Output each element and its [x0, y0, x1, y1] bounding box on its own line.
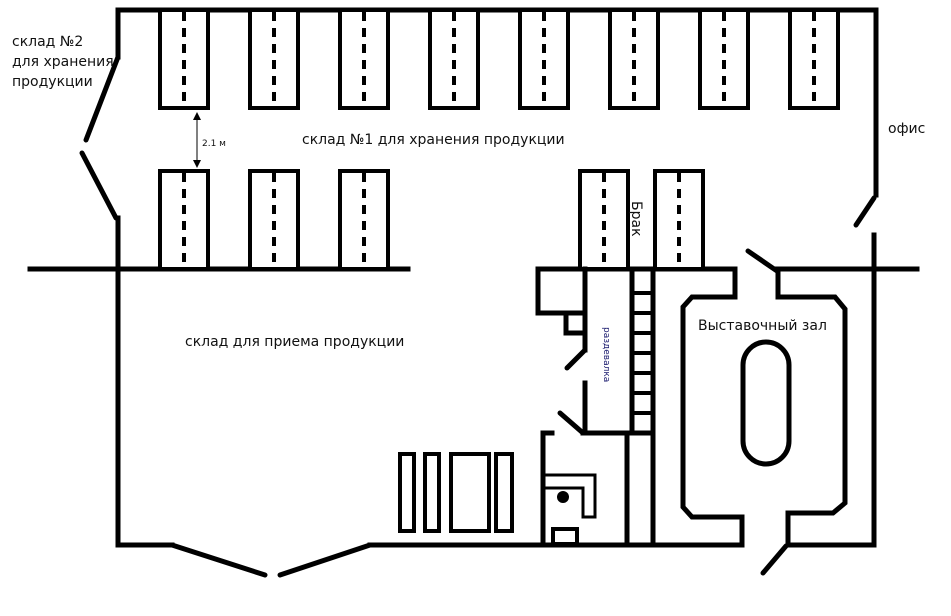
receiving-label: склад для приема продукции: [185, 334, 404, 350]
storage-racks: [158, 8, 840, 271]
rack: [653, 169, 705, 271]
warehouse2-label-line2: для хранения: [12, 54, 114, 70]
rack: [788, 8, 840, 110]
warehouse2-label-line3: продукции: [12, 74, 93, 90]
rack: [248, 169, 300, 271]
rack: [338, 169, 390, 271]
office-label: офис: [888, 121, 925, 137]
rack: [158, 8, 210, 110]
labels: склад №2 для хранения продукции склад №1…: [12, 34, 925, 382]
aisle-dimension: [193, 112, 201, 168]
small-room: [540, 430, 597, 548]
rack: [428, 8, 480, 110]
display-stand: [740, 339, 792, 467]
aisle-dimension-label: 2.1 м: [202, 139, 226, 149]
rack: [698, 8, 750, 110]
rack: [158, 169, 210, 271]
defect-label: Брак: [628, 201, 644, 237]
rack: [338, 8, 390, 110]
warehouse2-label-line1: склад №2: [12, 34, 83, 50]
showroom: [680, 248, 848, 576]
locker-area: [535, 266, 656, 548]
sink-icon: [557, 491, 569, 503]
showroom-label: Выставочный зал: [698, 318, 827, 334]
warehouse1-label: склад №1 для хранения продукции: [302, 132, 565, 148]
rack: [578, 169, 630, 271]
rack: [518, 8, 570, 110]
pallets: [398, 452, 514, 533]
rack: [608, 8, 660, 110]
rack: [248, 8, 300, 110]
locker-room-label: раздевалка: [601, 327, 611, 382]
